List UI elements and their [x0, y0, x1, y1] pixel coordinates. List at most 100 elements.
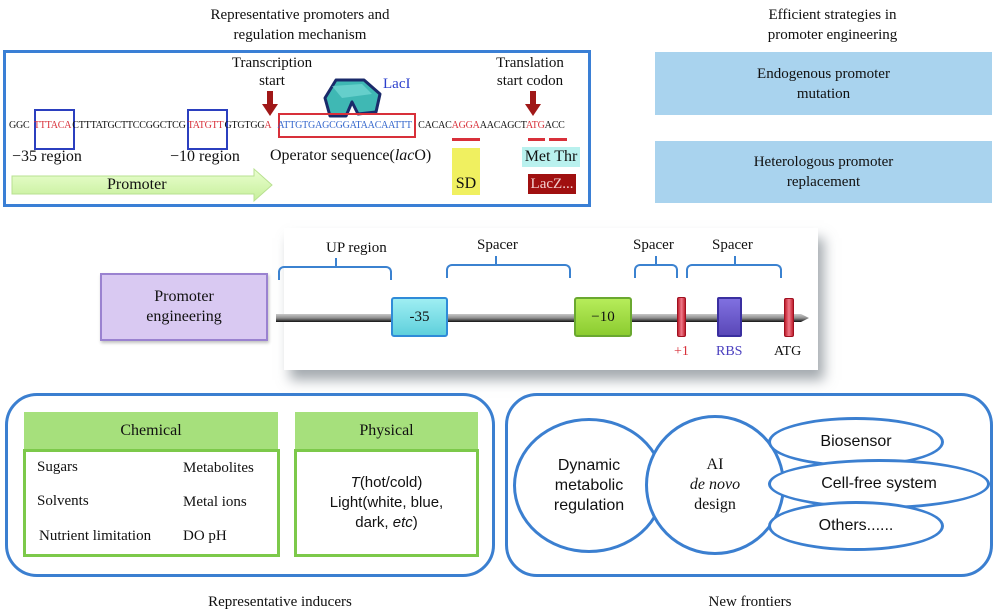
- bracket-label-up-region: UP region: [326, 240, 387, 256]
- label-line: de novo: [689, 476, 741, 493]
- inducer-sugars: Sugars: [37, 459, 78, 475]
- minus35-element: -35: [391, 297, 448, 337]
- title-line: Efficient strategies in: [768, 7, 897, 23]
- label-part: etc: [392, 514, 413, 531]
- frontier-cell-free-system: Cell-free system: [768, 459, 990, 509]
- inducer-do-ph: DO pH: [183, 528, 227, 544]
- top-left-title: Representative promoters and regulation …: [150, 5, 450, 45]
- promoter-arrow-label: Promoter: [107, 176, 167, 193]
- inducer-metal-ions: Metal ions: [183, 494, 247, 510]
- seq-segment: CACAC: [415, 120, 452, 131]
- label-line: design: [694, 496, 736, 513]
- label-part: lac: [394, 147, 415, 164]
- top-right-title: Efficient strategies in promoter enginee…: [735, 5, 930, 45]
- new-frontiers-caption: New frontiers: [708, 594, 792, 610]
- minus10-motif-box: [187, 109, 228, 150]
- bracket-label-spacer-1: Spacer: [477, 237, 518, 253]
- label-part: Operator sequence(: [270, 147, 395, 164]
- chemical-inducers-list: [23, 449, 280, 557]
- frontier-biosensor: Biosensor: [768, 417, 944, 467]
- seq-segment: GGC: [9, 120, 32, 131]
- translation-start-arrow-icon: [525, 91, 541, 116]
- frontier-others: Others......: [768, 501, 944, 551]
- tss-base: A: [264, 120, 272, 131]
- bracket-tick: [335, 258, 337, 266]
- label-line: metabolic: [554, 476, 624, 494]
- plus1-label: +1: [674, 344, 689, 359]
- label-part: ): [412, 514, 418, 531]
- strategy-line: mutation: [796, 85, 851, 102]
- new-frontiers-panel: [505, 393, 993, 577]
- inducer-light: Light(white, blue,: [329, 494, 444, 511]
- frontier-dynamic-regulation: Dynamic metabolic regulation: [513, 418, 665, 553]
- laci-repressor-icon: [323, 78, 382, 118]
- tss-plus1-marker: [677, 297, 686, 337]
- atg-marker: [784, 298, 794, 337]
- bracket-spacer-3: [686, 264, 782, 278]
- minus10-motif: TATGTT: [187, 120, 224, 131]
- rbs-label: RBS: [716, 344, 743, 359]
- operator-box: [278, 113, 416, 138]
- label-part: (hot/cold): [359, 474, 423, 491]
- label-line: Promoter: [154, 288, 214, 305]
- strategy-line: Endogenous promoter: [757, 65, 890, 82]
- minus35-region-label: −35 region: [12, 148, 82, 165]
- strategy-line: replacement: [786, 174, 861, 190]
- label-line: regulation: [553, 496, 625, 514]
- seq-segment: AACAGCT: [479, 120, 526, 131]
- operator-sequence: ATTGTGAGCGGATAACAATTT: [277, 120, 412, 131]
- translation-start-label: Translation start codon: [475, 54, 585, 90]
- strategy-line: Heterologous promoter: [753, 154, 894, 170]
- inducer-solvents: Solvents: [37, 493, 89, 509]
- inducer-light-cont: dark, etc): [330, 513, 443, 533]
- lacz-label: LacZ...: [528, 174, 576, 194]
- seq-segment: GTGTGG: [224, 120, 265, 131]
- promoter-engineering-box: Promoter engineering: [100, 273, 268, 341]
- sd-box: SD: [452, 148, 480, 195]
- minus10-region-label: −10 region: [170, 148, 240, 165]
- met-underline: [528, 138, 545, 141]
- transcription-start-arrow-icon: [262, 91, 278, 116]
- title-line: regulation mechanism: [233, 27, 367, 43]
- chemical-header: Chemical: [24, 412, 278, 450]
- physical-inducers-list: T(hot/cold) Light(white, blue, dark, etc…: [294, 449, 479, 557]
- label-part: O): [414, 147, 432, 164]
- seq-segment: ACC: [544, 120, 565, 131]
- inducer-temperature: T(hot/cold): [330, 473, 443, 493]
- minus35-motif: TTTACA: [33, 120, 72, 131]
- start-codon: ATG: [525, 120, 545, 131]
- label-line: engineering: [146, 308, 222, 325]
- label-line: start codon: [496, 73, 564, 89]
- rbs-element: [717, 297, 742, 337]
- minus35-motif-box: [34, 109, 75, 150]
- bracket-tick: [495, 256, 497, 264]
- transcription-start-label: Transcription start: [222, 54, 322, 90]
- label-part: T: [350, 474, 360, 491]
- strategy-endogenous-mutation: Endogenous promoter mutation: [655, 52, 992, 115]
- regulation-mechanism-panel: [3, 50, 591, 207]
- title-line: Representative promoters and: [210, 7, 390, 23]
- minus10-element: −10: [574, 297, 632, 337]
- atg-label: ATG: [774, 344, 802, 359]
- label-line: Translation: [496, 55, 564, 71]
- bracket-spacer-1: [446, 264, 571, 278]
- label-line: start: [259, 73, 285, 89]
- thr-underline: [549, 138, 567, 141]
- strategy-heterologous-replacement: Heterologous promoter replacement: [655, 141, 992, 203]
- frontier-ai-de-novo-design: AI de novo design: [645, 415, 785, 555]
- representative-inducers-caption: Representative inducers: [208, 594, 352, 610]
- bracket-label-spacer-3: Spacer: [712, 237, 753, 253]
- sd-sequence: AGGA: [451, 120, 480, 131]
- met-thr-label: Met Thr: [522, 147, 580, 167]
- laci-label: LacI: [383, 76, 411, 92]
- physical-header: Physical: [295, 412, 478, 450]
- seq-segment: CTTTATGCTTCCGGCTCG: [72, 120, 186, 131]
- inducer-nutrient-limitation: Nutrient limitation: [39, 528, 152, 544]
- bracket-up-region: [278, 266, 392, 280]
- bracket-tick: [734, 256, 736, 264]
- label-line: Dynamic: [557, 456, 621, 474]
- promoter-arrow-icon: [11, 168, 273, 202]
- label-line: Transcription: [231, 55, 313, 71]
- label-line: AI: [706, 456, 724, 473]
